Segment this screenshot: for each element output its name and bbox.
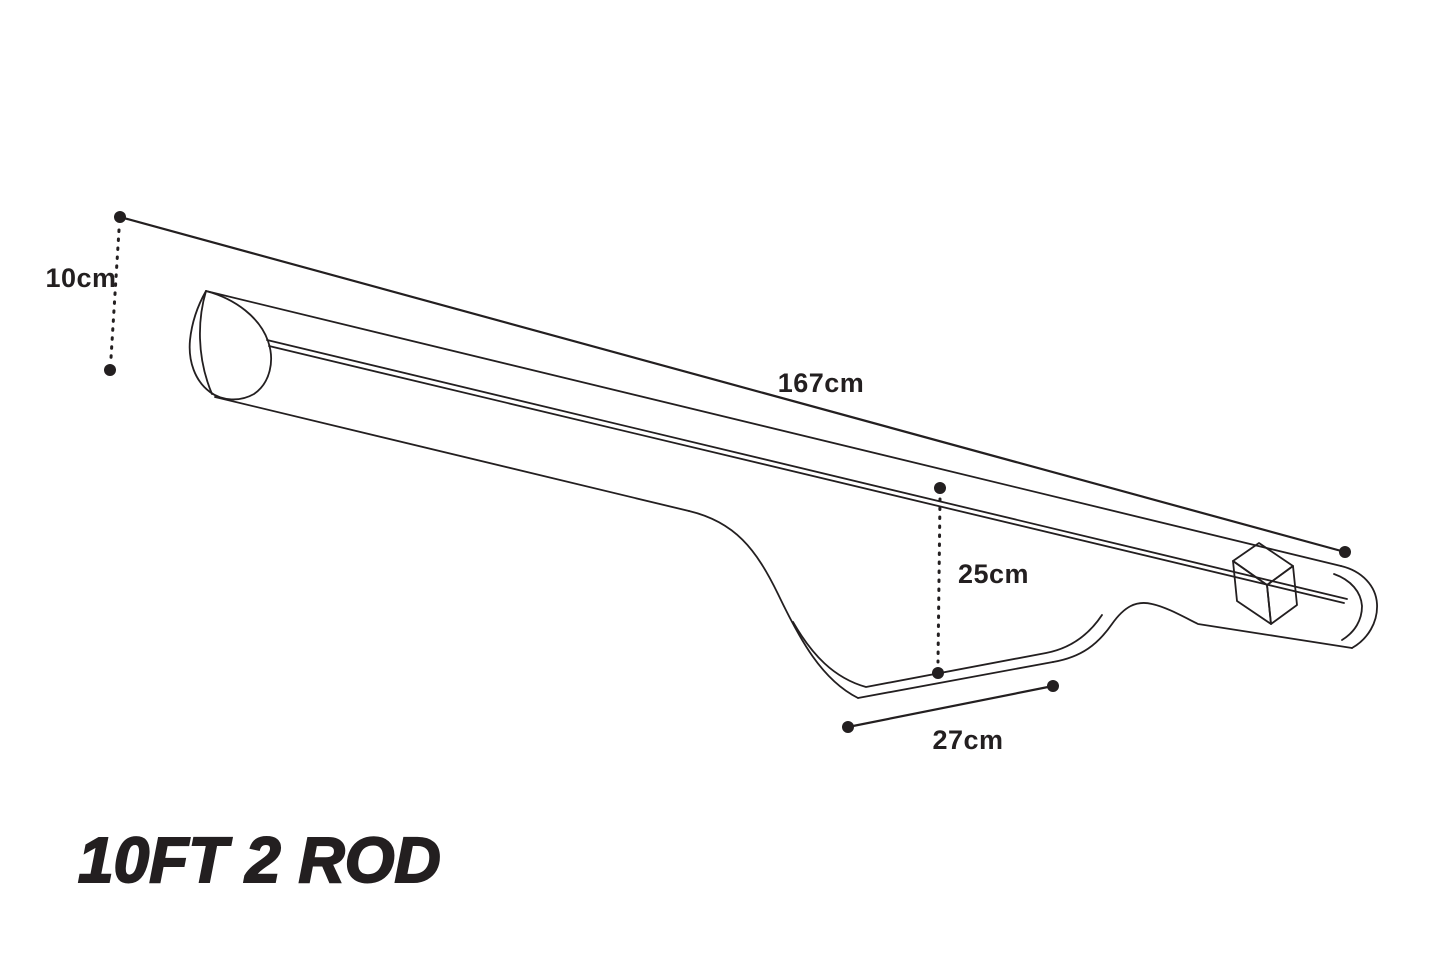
dimension-dot <box>842 721 854 733</box>
dimension-dots <box>104 211 1351 733</box>
dimension-labels: 10cm 167cm 25cm 27cm 10FT 2 ROD <box>45 263 1029 897</box>
dimension-dot <box>934 482 946 494</box>
dimension-dot <box>1047 680 1059 692</box>
pocket-right-wave <box>1052 602 1353 663</box>
dimension-dot <box>1339 546 1351 558</box>
pocket-width-dimension-line <box>846 684 1055 729</box>
dimension-dot <box>932 667 944 679</box>
right-end-cap <box>1340 565 1378 649</box>
length-dimension-line <box>118 215 1347 554</box>
pocket-inner-edge <box>792 614 1103 688</box>
zipper-line-outer <box>266 339 1348 600</box>
strap-block-side <box>1266 565 1298 625</box>
dimension-lines <box>109 215 1347 729</box>
bottom-edge <box>214 396 690 512</box>
pocket-width-dimension-label: 27cm <box>932 725 1003 755</box>
height-dimension-label: 10cm <box>45 263 116 293</box>
top-edge <box>205 290 1342 567</box>
depth-dimension-label: 25cm <box>958 559 1029 589</box>
left-end-crease <box>199 290 213 395</box>
right-end-cap-inner <box>1333 573 1363 641</box>
strap-block-front <box>1232 560 1272 625</box>
holdall-drawing <box>188 290 1378 699</box>
pocket-front-curve <box>688 510 859 699</box>
depth-dimension-line <box>936 497 942 664</box>
pocket-bottom-outer <box>857 661 1054 699</box>
length-dimension-label: 167cm <box>778 368 865 398</box>
zipper-line-inner <box>268 345 1345 604</box>
height-dimension-line <box>109 228 121 360</box>
dimension-dot <box>114 211 126 223</box>
product-title: 10FT 2 ROD <box>78 824 441 896</box>
left-end-cap <box>188 290 272 401</box>
dimension-dot <box>104 364 116 376</box>
